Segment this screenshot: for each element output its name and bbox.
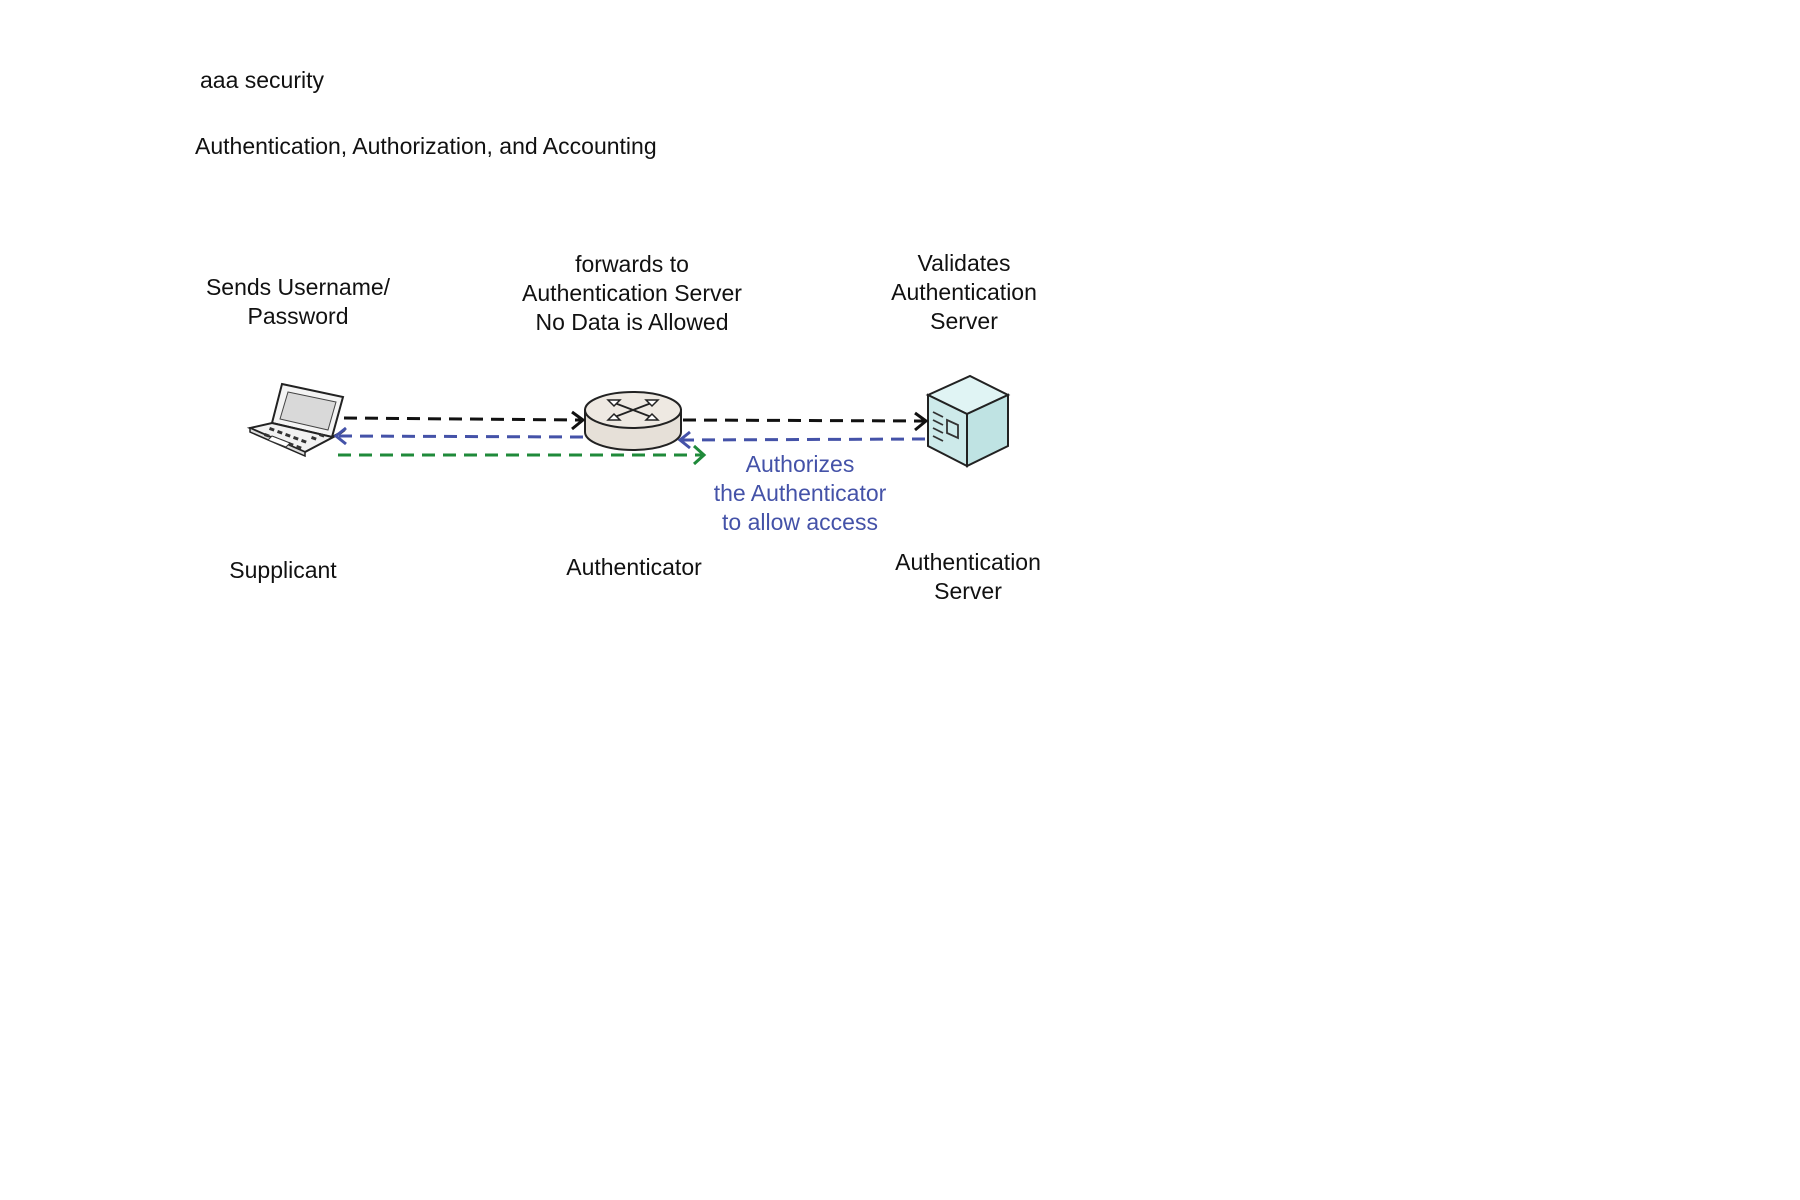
server-description-line: Server	[930, 308, 998, 334]
server-description-line: Authentication	[891, 279, 1037, 305]
supplicant-description-line: Sends Username/	[205, 274, 391, 300]
server-description-line: Validates	[917, 250, 1011, 276]
page-subtitle: Authentication, Authorization, and Accou…	[195, 133, 657, 159]
router-icon	[584, 391, 682, 451]
supplicant-description: Sends Username/ Password	[206, 273, 390, 331]
server-label-line: Server	[934, 578, 1002, 604]
authenticator-description-line: Authentication Server	[522, 280, 742, 306]
supplicant-description-line: Password	[247, 303, 349, 329]
page-title: aaa security	[200, 67, 325, 93]
authenticator-label: Authenticator	[566, 554, 702, 580]
authorize-note-line: the Authenticator	[713, 480, 887, 506]
laptop-icon	[246, 382, 346, 458]
data-arrow-to-authenticator	[338, 444, 707, 466]
server-description: Validates Authentication Server	[891, 249, 1037, 336]
authorize-note-line: to allow access	[722, 509, 878, 535]
authenticator-description: forwards to Authentication Server No Dat…	[522, 250, 742, 337]
server-label-line: Authentication	[895, 549, 1041, 575]
request-arrow-to-authenticator	[343, 410, 586, 431]
authenticator-description-line: No Data is Allowed	[535, 309, 729, 335]
authorize-arrow-to-supplicant	[333, 426, 584, 446]
authenticator-description-line: forwards to	[575, 251, 689, 277]
authorize-arrow-to-authenticator	[677, 430, 926, 450]
supplicant-label: Supplicant	[229, 557, 337, 583]
request-arrow-to-server	[682, 411, 929, 432]
server-label: Authentication Server	[895, 548, 1041, 606]
authorize-note-line: Authorizes	[745, 451, 855, 477]
authorize-note: Authorizes the Authenticator to allow ac…	[714, 450, 887, 537]
server-icon	[925, 374, 1011, 468]
